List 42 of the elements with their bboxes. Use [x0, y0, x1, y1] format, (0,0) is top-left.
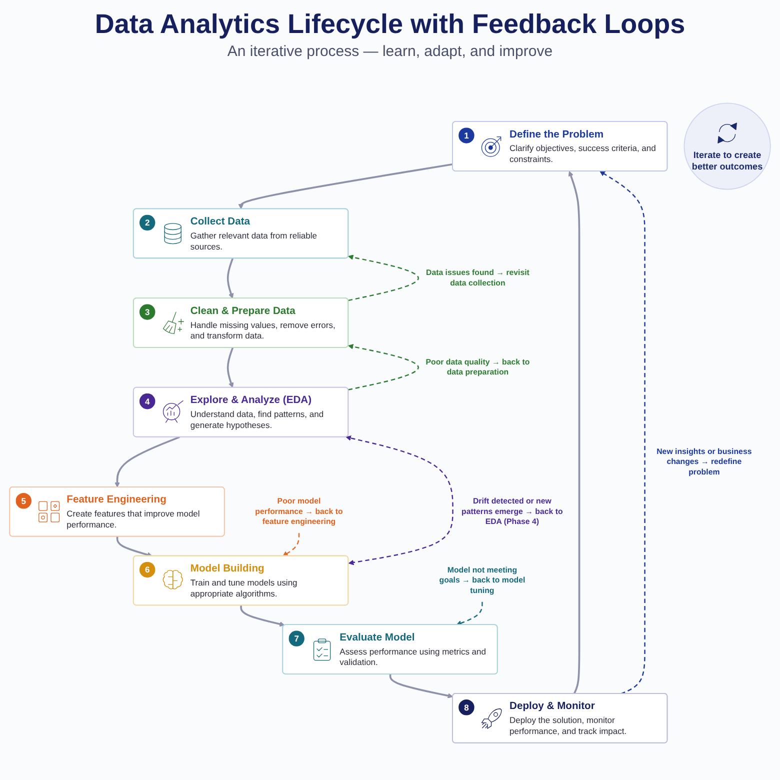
- step-description: Gather relevant data from reliable sources.: [190, 230, 318, 252]
- step-card: [132, 555, 349, 606]
- step-description: Create features that improve model performance.: [66, 508, 201, 530]
- arrow: [226, 258, 234, 299]
- title: Data Analytics Lifecycle with Feedback Loops: [94, 8, 686, 40]
- step-description: Clarify objectives, success criteria, and constraints.: [510, 142, 657, 165]
- step-description: Understand data, find patterns, and generate hypotheses.: [190, 408, 325, 431]
- arrow: [389, 674, 454, 698]
- step-description: Deploy the solution, monitor performance, and track impact.: [510, 714, 628, 737]
- arrow: [116, 536, 152, 558]
- step-card: [9, 486, 225, 537]
- arrow: [226, 347, 234, 388]
- subtitle: An iterative process — learn, adapt, and improve: [227, 43, 553, 62]
- arrow: [238, 163, 453, 210]
- step-title: Explore & Analyze (EDA): [190, 393, 313, 407]
- step-title: Model Building: [190, 562, 266, 576]
- step-title: Collect Data: [190, 214, 252, 228]
- step-title: Evaluate Model: [340, 630, 416, 644]
- hub-circle: [684, 102, 771, 190]
- arrow: [240, 605, 285, 627]
- step-title: Define the Problem: [510, 128, 604, 141]
- step-description: Handle missing values, remove errors, and transform data.: [190, 319, 336, 342]
- dashed-arrow: [456, 602, 483, 626]
- step-card: [132, 298, 349, 348]
- dashed-arrow: [348, 254, 419, 302]
- step-title: Deploy & Monitor: [510, 700, 596, 713]
- step-title: Clean & Prepare Data: [190, 304, 296, 318]
- step-card: [452, 692, 668, 744]
- dashed-arrow: [600, 171, 646, 694]
- step-description: Train and tune models using appropriate algorithms.: [190, 577, 298, 600]
- dashed-arrow: [348, 344, 419, 390]
- hub-text: Iterate to create better outcomes: [690, 150, 764, 173]
- step-card: [282, 624, 498, 674]
- step-card: [132, 208, 349, 259]
- step-card: [452, 121, 668, 172]
- dashed-arrow: [282, 533, 300, 556]
- dashed-arrow: [346, 436, 454, 566]
- arrow: [114, 436, 180, 488]
- arrow: [568, 171, 580, 694]
- step-title: Feature Engineering: [66, 493, 168, 506]
- step-description: Assess performance using metrics and validation.: [340, 646, 487, 668]
- step-card: [132, 386, 349, 438]
